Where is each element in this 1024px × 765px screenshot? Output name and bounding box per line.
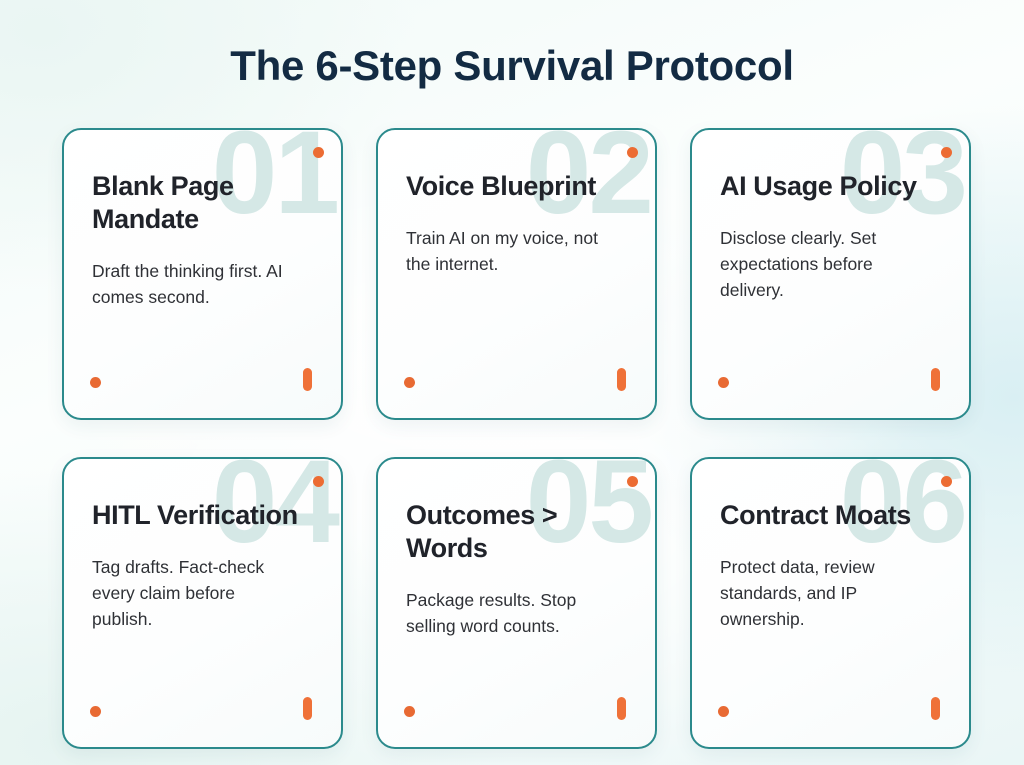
footer-dot-icon bbox=[718, 706, 729, 717]
step-description: Draft the thinking first. AI comes secon… bbox=[92, 261, 283, 307]
step-card-content: Blank Page Mandate Draft the thinking fi… bbox=[64, 130, 341, 310]
footer-dot-icon bbox=[718, 377, 729, 388]
step-card-02: 02 Voice Blueprint Train AI on my voice,… bbox=[376, 128, 657, 420]
step-card-06: 06 Contract Moats Protect data, review s… bbox=[690, 457, 971, 749]
footer-dot-icon bbox=[404, 377, 415, 388]
step-card-content: Outcomes > Words Package results. Stop s… bbox=[378, 459, 655, 639]
step-description: Disclose clearly. Set expectations befor… bbox=[720, 228, 877, 300]
footer-bar-icon bbox=[617, 697, 626, 720]
step-card-04: 04 HITL Verification Tag drafts. Fact-ch… bbox=[62, 457, 343, 749]
step-heading: Outcomes > Words bbox=[406, 500, 558, 563]
step-card-content: Voice Blueprint Train AI on my voice, no… bbox=[378, 130, 655, 277]
step-heading: Voice Blueprint bbox=[406, 171, 597, 201]
step-card-03: 03 AI Usage Policy Disclose clearly. Set… bbox=[690, 128, 971, 420]
corner-dot-icon bbox=[941, 476, 952, 487]
step-description: Package results. Stop selling word count… bbox=[406, 590, 577, 636]
corner-dot-icon bbox=[313, 147, 324, 158]
step-card-grid: 01 Blank Page Mandate Draft the thinking… bbox=[62, 128, 971, 749]
step-description: Protect data, review standards, and IP o… bbox=[720, 557, 875, 629]
footer-bar-icon bbox=[931, 697, 940, 720]
corner-dot-icon bbox=[627, 147, 638, 158]
footer-dot-icon bbox=[90, 706, 101, 717]
step-heading: Blank Page Mandate bbox=[92, 171, 234, 234]
footer-bar-icon bbox=[303, 368, 312, 391]
page-title: The 6-Step Survival Protocol bbox=[230, 42, 794, 89]
step-card-05: 05 Outcomes > Words Package results. Sto… bbox=[376, 457, 657, 749]
footer-bar-icon bbox=[931, 368, 940, 391]
step-card-content: Contract Moats Protect data, review stan… bbox=[692, 459, 969, 632]
footer-bar-icon bbox=[303, 697, 312, 720]
corner-dot-icon bbox=[313, 476, 324, 487]
step-card-01: 01 Blank Page Mandate Draft the thinking… bbox=[62, 128, 343, 420]
footer-dot-icon bbox=[404, 706, 415, 717]
step-heading: HITL Verification bbox=[92, 500, 298, 530]
step-card-content: HITL Verification Tag drafts. Fact-check… bbox=[64, 459, 341, 632]
step-description: Tag drafts. Fact-check every claim befor… bbox=[92, 557, 265, 629]
step-description: Train AI on my voice, not the internet. bbox=[406, 228, 598, 274]
corner-dot-icon bbox=[941, 147, 952, 158]
footer-bar-icon bbox=[617, 368, 626, 391]
corner-dot-icon bbox=[627, 476, 638, 487]
step-heading: Contract Moats bbox=[720, 500, 911, 530]
step-heading: AI Usage Policy bbox=[720, 171, 917, 201]
step-card-content: AI Usage Policy Disclose clearly. Set ex… bbox=[692, 130, 969, 303]
footer-dot-icon bbox=[90, 377, 101, 388]
